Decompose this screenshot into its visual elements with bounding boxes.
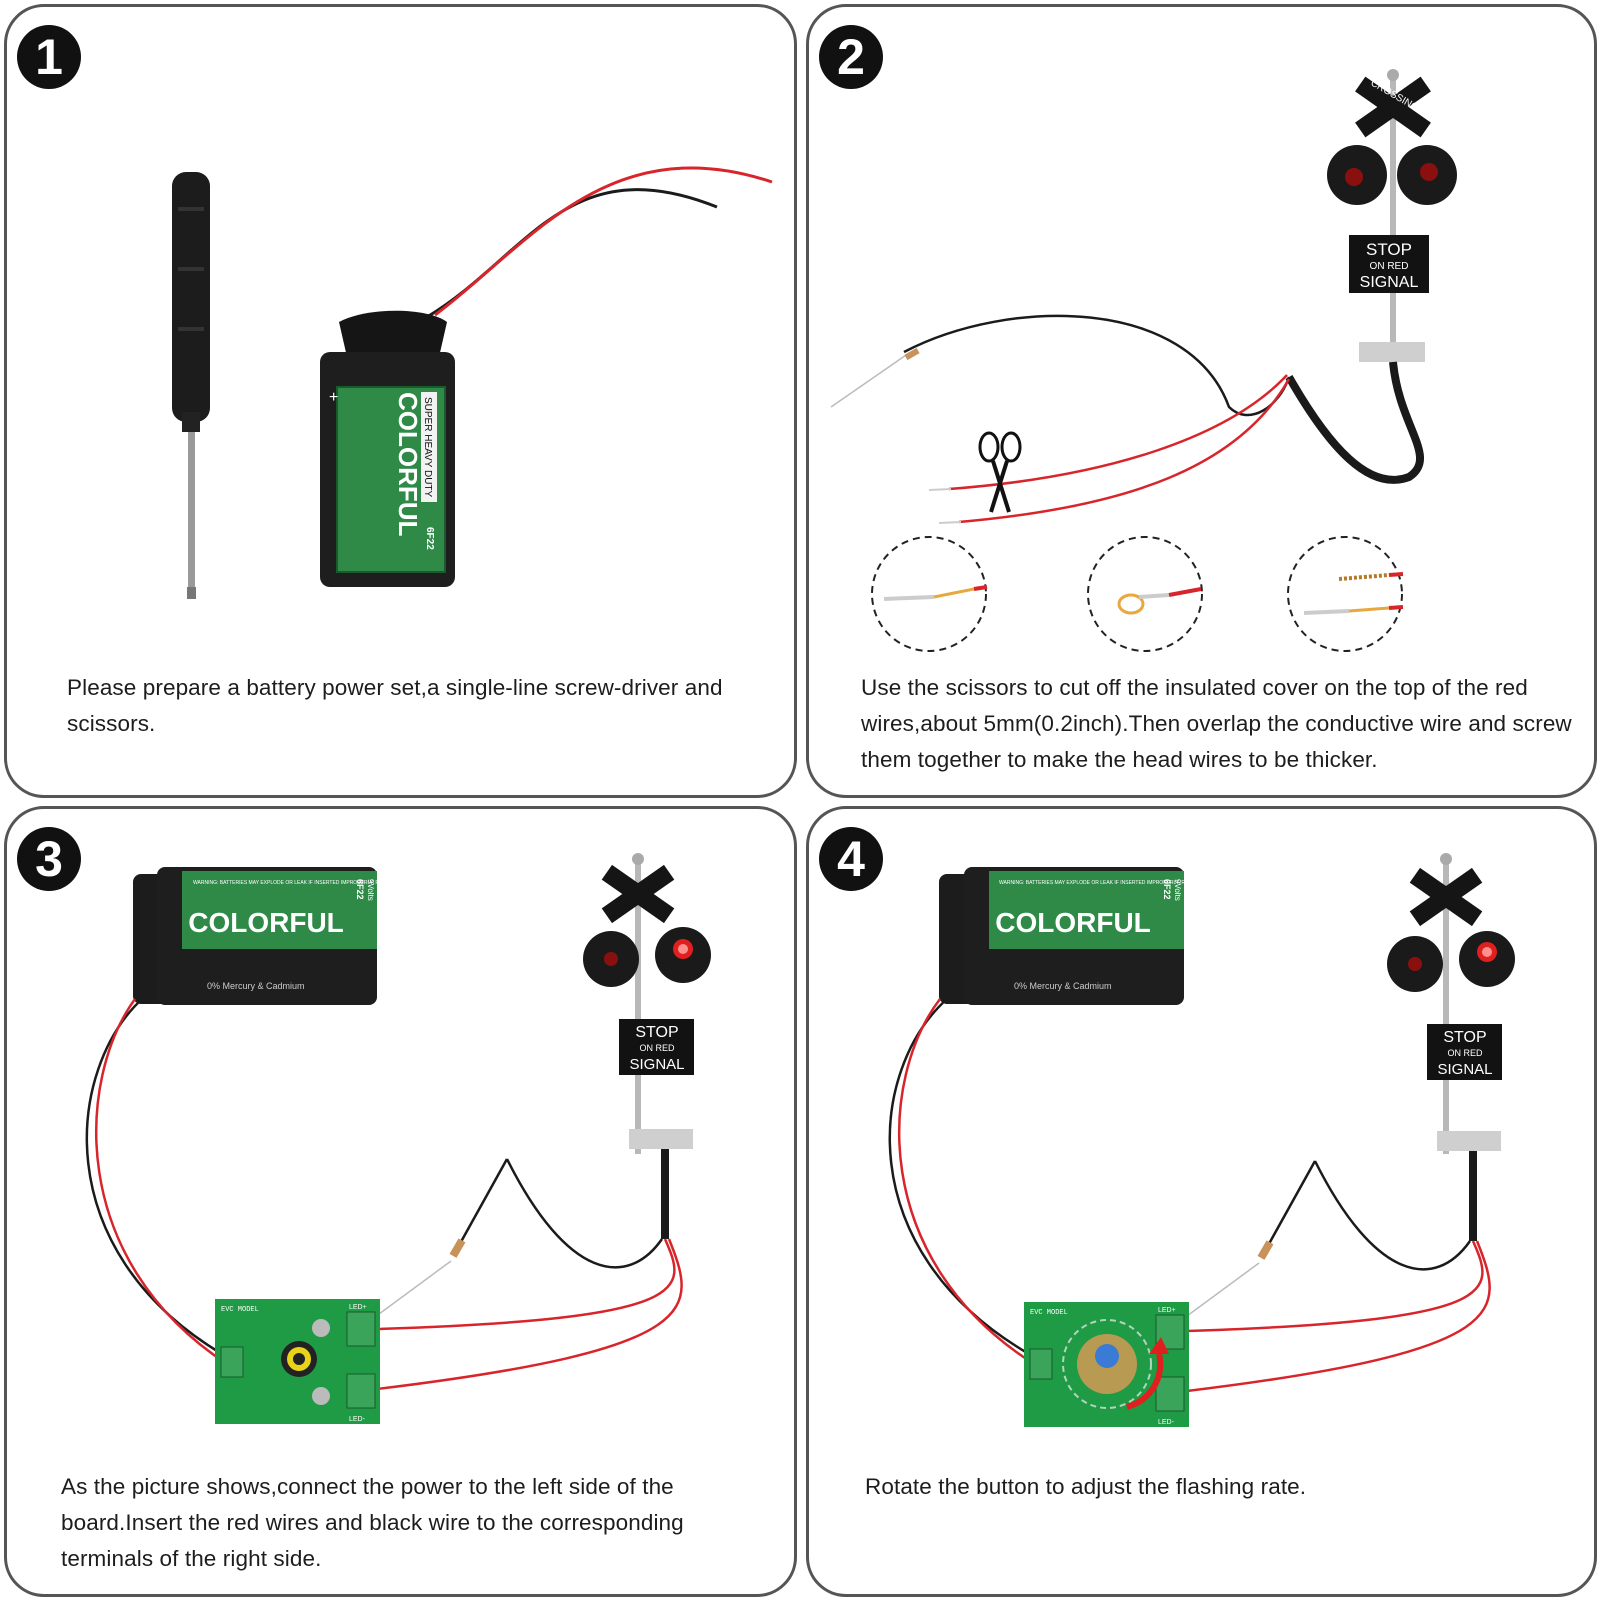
- board-label-text: EVC MODEL: [221, 1306, 259, 1314]
- stop-text: STOP: [1366, 240, 1412, 259]
- flasher-board-icon: EVC MODEL LED+ LED-: [1024, 1302, 1189, 1427]
- step-4-illustration: COLORFUL WARNING: BATTERIES MAY EXPLODE …: [888, 853, 1515, 1427]
- step-caption: As the picture shows,connect the power t…: [61, 1474, 684, 1571]
- battery-warning-text: WARNING: BATTERIES MAY EXPLODE OR LEAK I…: [193, 880, 467, 886]
- battery-voltage-text: 9Volts: [1173, 879, 1182, 901]
- led-plus-label: LED+: [349, 1304, 367, 1311]
- battery-model-text: 6F22: [424, 527, 435, 550]
- battery-icon: COLORFUL WARNING: BATTERIES MAY EXPLODE …: [939, 867, 1273, 1005]
- rotate-arrow-icon: [1125, 1337, 1169, 1410]
- battery-icon: + COLORFUL SUPER HEAVY DUTY 6F22: [320, 310, 455, 587]
- battery-icon: COLORFUL WARNING: BATTERIES MAY EXPLODE …: [133, 867, 467, 1005]
- step-caption: Rotate the button to adjust the flashing…: [865, 1474, 1307, 1499]
- crossing-signal-icon: CROSSING STOP ON RED SIGNAL: [1285, 69, 1457, 484]
- battery-model-text: 6F22: [355, 879, 365, 900]
- led-minus-label: LED-: [349, 1416, 366, 1423]
- screwdriver-icon: [172, 172, 210, 599]
- led-plus-label: LED+: [1158, 1307, 1176, 1314]
- board-label-text: EVC MODEL: [1030, 1309, 1068, 1317]
- scissors-icon: [978, 431, 1022, 513]
- stop-text: STOP: [1443, 1029, 1486, 1046]
- step-number-badge: 3: [17, 827, 81, 891]
- battery-model-text: 6F22: [1162, 879, 1172, 900]
- step-1-panel: 1 + COLORFUL SUPER HEAVY DUTY 6F22 Plea: [4, 4, 797, 798]
- step-2-illustration: CROSSING STOP ON RED SIGNAL: [830, 69, 1457, 652]
- step-number-badge: 1: [17, 25, 81, 89]
- wire-strip-detail-icon: [871, 536, 988, 652]
- battery-brand-text: COLORFUL: [995, 907, 1151, 938]
- signal-text: SIGNAL: [629, 1056, 684, 1073]
- battery-mercury-text: 0% Mercury & Cadmium: [1014, 981, 1112, 991]
- crossing-signal-icon: STOP ON RED SIGNAL: [1387, 853, 1515, 1241]
- wire-twist-detail-icon: [1287, 536, 1404, 652]
- stop-text: STOP: [635, 1024, 678, 1041]
- flasher-board-icon: EVC MODEL LED+ LED-: [215, 1299, 380, 1424]
- battery-brand-text: COLORFUL: [188, 907, 344, 938]
- signal-text: SIGNAL: [1360, 274, 1419, 291]
- svg-text:+: +: [329, 389, 338, 406]
- step-3-panel: 3 COLORFUL WARNING: BATTERIES MAY EXPLOD…: [4, 806, 797, 1597]
- signal-text: SIGNAL: [1437, 1061, 1492, 1078]
- on-red-text: ON RED: [1370, 261, 1409, 272]
- wire-overlap-detail-icon: [1087, 536, 1203, 652]
- step-number-badge: 2: [819, 25, 883, 89]
- step-3-illustration: COLORFUL WARNING: BATTERIES MAY EXPLODE …: [85, 853, 711, 1424]
- battery-voltage-text: 9Volts: [366, 879, 375, 901]
- led-minus-label: LED-: [1158, 1419, 1175, 1426]
- crossing-signal-icon: STOP ON RED SIGNAL: [583, 853, 711, 1239]
- battery-mercury-text: 0% Mercury & Cadmium: [207, 981, 305, 991]
- step-4-panel: 4 COLORFUL WARNING: BATTERIES MAY EXPLOD…: [806, 806, 1597, 1597]
- battery-warning-text: WARNING: BATTERIES MAY EXPLODE OR LEAK I…: [999, 880, 1273, 886]
- on-red-text: ON RED: [639, 1043, 675, 1053]
- step-caption: Use the scissors to cut off the insulate…: [861, 675, 1572, 772]
- step-number-badge: 4: [819, 827, 883, 891]
- battery-type-text: SUPER HEAVY DUTY: [422, 397, 433, 498]
- battery-brand-text: COLORFUL: [393, 392, 423, 537]
- step-1-illustration: + COLORFUL SUPER HEAVY DUTY 6F22: [172, 166, 773, 599]
- step-2-panel: 2 CROSSING STOP ON RED SIGNAL: [806, 4, 1597, 798]
- on-red-text: ON RED: [1447, 1048, 1483, 1058]
- step-caption: Please prepare a battery power set,a sin…: [67, 675, 723, 736]
